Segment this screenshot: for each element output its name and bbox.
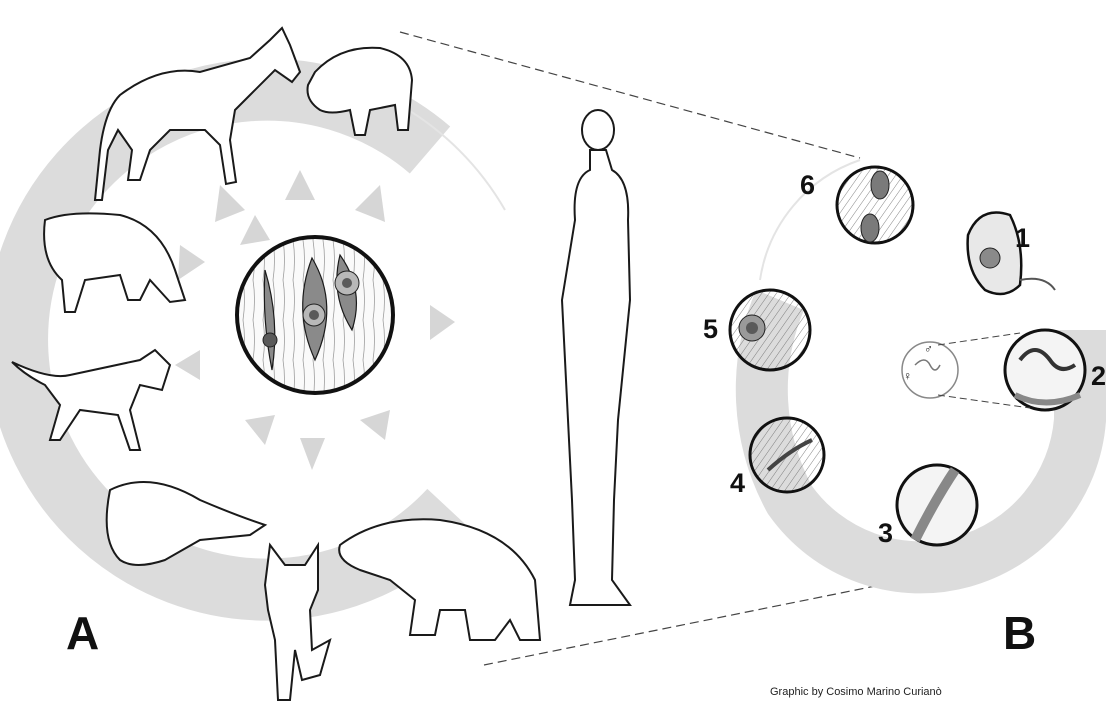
male-symbol: ♂: [924, 343, 933, 355]
boar-figure: [44, 213, 185, 312]
stage-5-circle: [730, 290, 810, 370]
stage-2-circle: [1005, 330, 1085, 410]
stage-1-label: 1: [1015, 225, 1030, 252]
stage-3-label: 3: [878, 520, 893, 547]
stage-6-circle: [837, 167, 913, 243]
stage-4-label: 4: [730, 470, 745, 497]
panel-a-label: A: [66, 610, 99, 656]
stage-3-circle: [897, 465, 977, 545]
panel-b-label: B: [1003, 610, 1036, 656]
stage-1-stomach: [968, 213, 1055, 295]
stage-4-circle: [750, 418, 824, 492]
stage-6-label: 6: [800, 172, 815, 199]
projection-line-bottom: [484, 575, 930, 665]
graphic-credit: Graphic by Cosimo Marino Curianò: [770, 686, 942, 698]
human-figure: [562, 110, 630, 605]
muscle-cyst-magnified: [237, 237, 393, 393]
projection-line-top: [400, 32, 860, 158]
stage-5-label: 5: [703, 316, 718, 343]
stage-2-label: 2: [1091, 363, 1106, 390]
female-symbol: ♀: [903, 370, 912, 382]
